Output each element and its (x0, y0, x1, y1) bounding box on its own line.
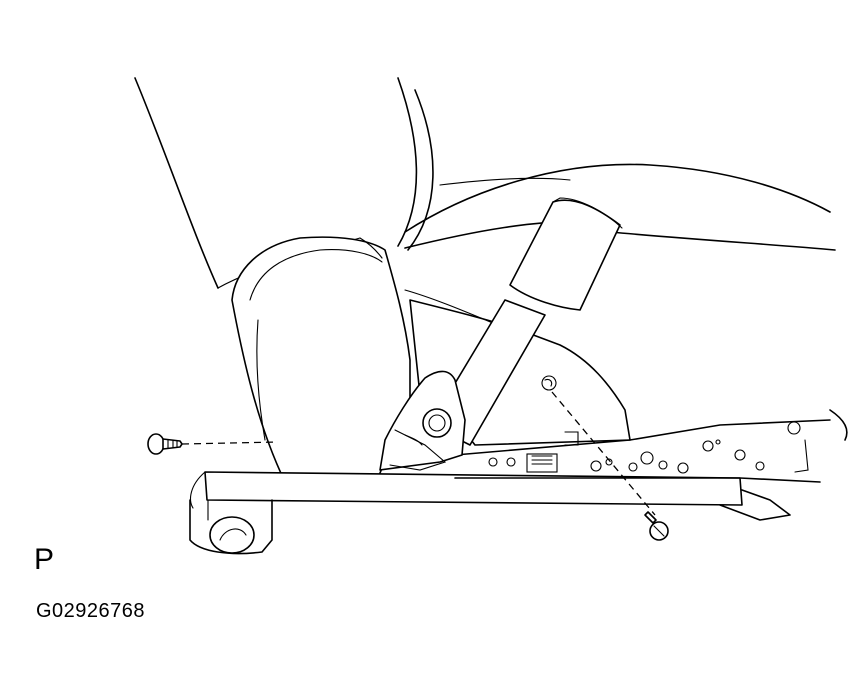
screw-icon (147, 433, 183, 455)
installation-guide-line (551, 391, 656, 516)
seat-rail (189, 471, 743, 555)
view-label: P (34, 543, 55, 576)
recliner-mechanism (389, 429, 579, 471)
seat-frame-base (454, 419, 831, 521)
recliner-pivot-bolt (422, 408, 452, 438)
clip-hole (541, 375, 557, 391)
installation-guide-line (181, 441, 279, 445)
screw-icon (644, 511, 669, 541)
figure-code: G02926768 (36, 600, 146, 622)
recliner-side-cover (231, 236, 411, 483)
rear-roller (209, 516, 255, 554)
